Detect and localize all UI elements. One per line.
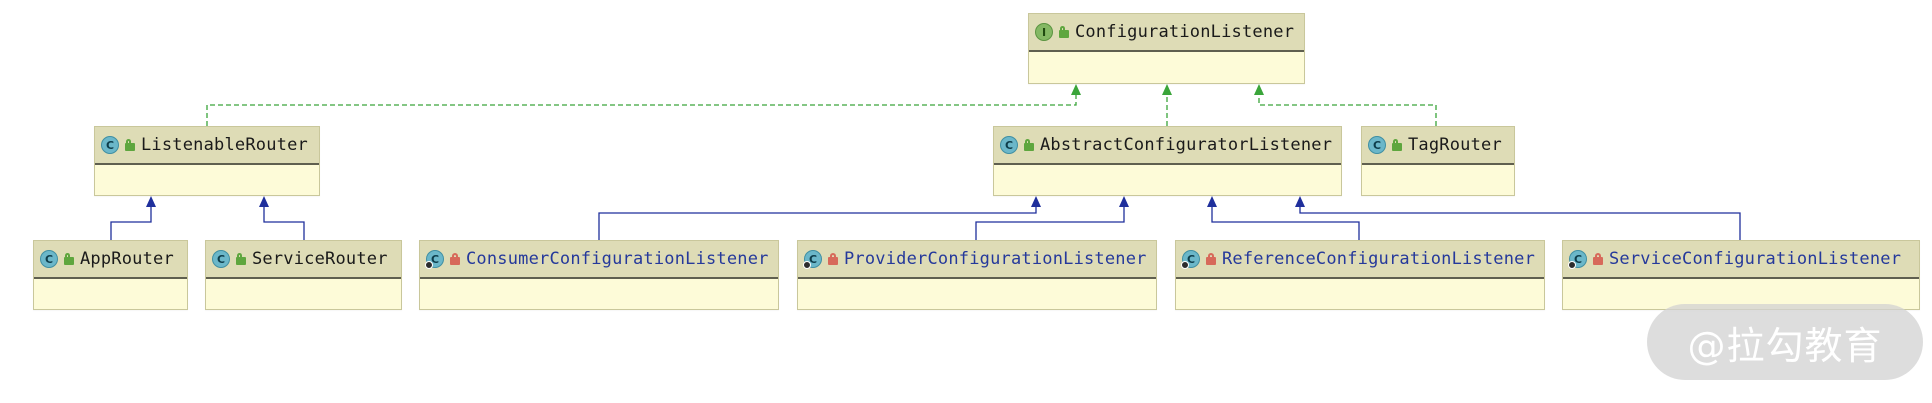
arrowhead-reference-configuration-listener bbox=[1207, 196, 1217, 207]
node-provider-configuration-listener[interactable]: C ProviderConfigurationListener bbox=[797, 240, 1157, 310]
node-name: TagRouter bbox=[1408, 135, 1502, 155]
edge-service-router-to-listenable-router bbox=[263, 207, 305, 240]
node-header: C ConsumerConfigurationListener bbox=[420, 241, 778, 279]
edge-app-router-to-listenable-router bbox=[110, 207, 152, 240]
node-header: C ProviderConfigurationListener bbox=[798, 241, 1156, 279]
node-app-router[interactable]: C AppRouter bbox=[33, 240, 188, 310]
node-name: AppRouter bbox=[80, 249, 174, 269]
arrowhead-service-configuration-listener bbox=[1295, 196, 1305, 207]
node-header: C ListenableRouter bbox=[95, 127, 319, 165]
node-service-router[interactable]: C ServiceRouter bbox=[205, 240, 402, 310]
node-tag-router[interactable]: C TagRouter bbox=[1361, 126, 1515, 196]
node-reference-configuration-listener[interactable]: C ReferenceConfigurationListener bbox=[1175, 240, 1545, 310]
edge-service-configuration-listener-to-abstract-configurator-listener bbox=[1299, 207, 1741, 240]
arrowhead-tag-router bbox=[1254, 84, 1264, 95]
edge-reference-configuration-listener-to-abstract-configurator-listener bbox=[1211, 207, 1360, 240]
public-access-icon bbox=[64, 253, 74, 265]
edge-listenable-router-to-configuration-listener bbox=[206, 95, 1077, 126]
public-access-icon bbox=[1024, 139, 1034, 151]
class-icon: C bbox=[40, 250, 58, 268]
node-header: C AppRouter bbox=[34, 241, 187, 279]
private-access-icon bbox=[450, 253, 460, 265]
public-access-icon bbox=[1392, 139, 1402, 151]
class-icon: C bbox=[1368, 136, 1386, 154]
public-access-icon bbox=[1059, 26, 1069, 38]
class-icon: C bbox=[101, 136, 119, 154]
edge-tag-router-to-configuration-listener bbox=[1258, 95, 1437, 126]
node-header: C ServiceRouter bbox=[206, 241, 401, 279]
node-listenable-router[interactable]: C ListenableRouter bbox=[94, 126, 320, 196]
node-name: ReferenceConfigurationListener bbox=[1222, 249, 1536, 269]
node-name: ConsumerConfigurationListener bbox=[466, 249, 769, 269]
node-header: C TagRouter bbox=[1362, 127, 1514, 165]
node-header: I ConfigurationListener bbox=[1029, 14, 1304, 52]
node-abstract-configurator-listener[interactable]: C AbstractConfiguratorListener bbox=[993, 126, 1342, 196]
node-configuration-listener[interactable]: I ConfigurationListener bbox=[1028, 13, 1305, 84]
node-name: ListenableRouter bbox=[141, 135, 308, 155]
class-icon: C bbox=[1000, 136, 1018, 154]
watermark: @拉勾教育 bbox=[1647, 304, 1923, 380]
node-header: C AbstractConfiguratorListener bbox=[994, 127, 1341, 165]
arrowhead-listenable-router bbox=[1071, 84, 1081, 95]
edge-consumer-configuration-listener-to-abstract-configurator-listener bbox=[598, 207, 1037, 240]
arrowhead-service-router bbox=[259, 196, 269, 207]
arrowhead-consumer-configuration-listener bbox=[1031, 196, 1041, 207]
public-access-icon bbox=[236, 253, 246, 265]
node-name: ConfigurationListener bbox=[1075, 22, 1295, 42]
node-name: ServiceRouter bbox=[252, 249, 388, 269]
private-access-icon bbox=[828, 253, 838, 265]
interface-icon: I bbox=[1035, 23, 1053, 41]
watermark-text: @拉勾教育 bbox=[1687, 323, 1883, 368]
inner-class-icon: C bbox=[1181, 250, 1200, 269]
inner-class-icon: C bbox=[803, 250, 822, 269]
inner-class-icon: C bbox=[425, 250, 444, 269]
inner-class-icon: C bbox=[1568, 250, 1587, 269]
arrowhead-abstract-configurator-listener bbox=[1162, 84, 1172, 95]
arrowhead-app-router bbox=[146, 196, 156, 207]
arrowhead-provider-configuration-listener bbox=[1119, 196, 1129, 207]
node-name: ProviderConfigurationListener bbox=[844, 249, 1147, 269]
node-name: ServiceConfigurationListener bbox=[1609, 249, 1902, 269]
node-service-configuration-listener[interactable]: C ServiceConfigurationListener bbox=[1562, 240, 1920, 310]
private-access-icon bbox=[1593, 253, 1603, 265]
edge-provider-configuration-listener-to-abstract-configurator-listener bbox=[975, 207, 1125, 240]
private-access-icon bbox=[1206, 253, 1216, 265]
class-icon: C bbox=[212, 250, 230, 268]
node-header: C ServiceConfigurationListener bbox=[1563, 241, 1919, 279]
node-header: C ReferenceConfigurationListener bbox=[1176, 241, 1544, 279]
node-name: AbstractConfiguratorListener bbox=[1040, 135, 1333, 155]
public-access-icon bbox=[125, 139, 135, 151]
node-consumer-configuration-listener[interactable]: C ConsumerConfigurationListener bbox=[419, 240, 779, 310]
